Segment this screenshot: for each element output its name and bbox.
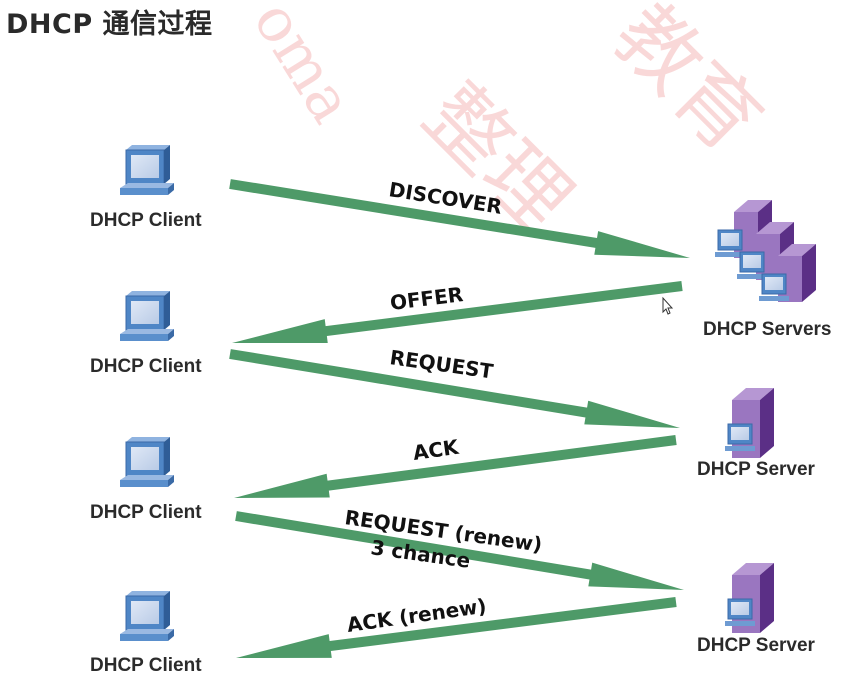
- client-label: DHCP Client: [90, 502, 202, 523]
- server-icon: [725, 563, 774, 633]
- dhcp-server-node: DHCP Server: [697, 388, 816, 480]
- dhcp-servers-node: DHCP Servers: [703, 200, 832, 340]
- client-label: DHCP Client: [90, 356, 202, 377]
- computer-icon: [120, 145, 174, 195]
- arrow-client-to-server: [229, 179, 690, 258]
- dhcp-client-node: DHCP Client: [90, 145, 202, 231]
- arrow-server-to-client: [232, 281, 683, 343]
- page-title: DHCP 通信过程: [6, 9, 213, 40]
- client-label: DHCP Client: [90, 655, 202, 676]
- arrow-server-to-client: [236, 597, 677, 658]
- server-label: DHCP Server: [697, 635, 816, 656]
- dhcp-client-node: DHCP Client: [90, 591, 202, 676]
- dhcp-client-node: DHCP Client: [90, 291, 202, 377]
- client-label: DHCP Client: [90, 210, 202, 231]
- computer-icon: [120, 291, 174, 341]
- arrow-server-to-client: [234, 435, 677, 498]
- computer-icon: [120, 437, 174, 487]
- mouse-cursor-icon: [662, 296, 674, 315]
- computer-icon: [120, 591, 174, 641]
- dhcp-server-node: DHCP Server: [697, 563, 816, 656]
- arrow-client-to-server: [235, 511, 684, 590]
- arrow-client-to-server: [229, 349, 681, 428]
- watermark-oma: oma: [239, 0, 367, 135]
- message-arrows: [229, 179, 690, 658]
- dhcp-client-node: DHCP Client: [90, 437, 202, 523]
- server-icon: [725, 388, 774, 458]
- server-cluster-icon: [715, 200, 816, 302]
- server-label: DHCP Server: [697, 459, 816, 480]
- watermark-jiaoyu: 教育: [596, 0, 779, 170]
- server-label: DHCP Servers: [703, 319, 832, 340]
- message-label-ack: ACK: [411, 435, 461, 465]
